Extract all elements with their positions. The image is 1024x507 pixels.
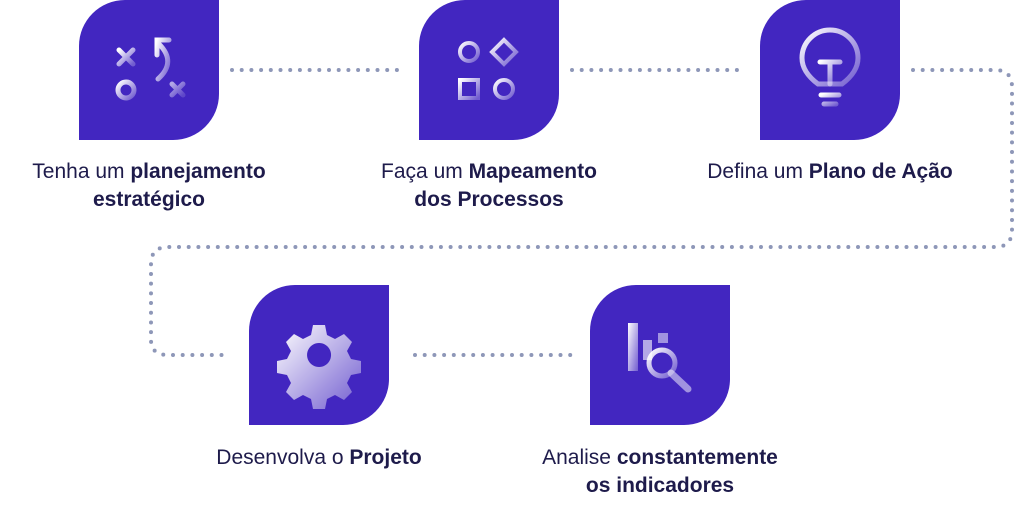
step-label-3: Defina um Plano de Ação <box>707 160 953 183</box>
chart-search-icon <box>628 323 692 393</box>
step-tile-4 <box>249 285 389 425</box>
gear-icon <box>277 325 361 409</box>
step-tile-2 <box>419 0 559 140</box>
step-tile-3 <box>760 0 900 140</box>
step-label-4: Desenvolva o Projeto <box>216 446 422 469</box>
step-tile-5 <box>590 285 730 425</box>
lightbulb-icon <box>799 27 861 107</box>
strategy-play-icon <box>115 37 186 101</box>
process-flow-icon <box>458 37 519 100</box>
step-tile-1 <box>79 0 219 140</box>
